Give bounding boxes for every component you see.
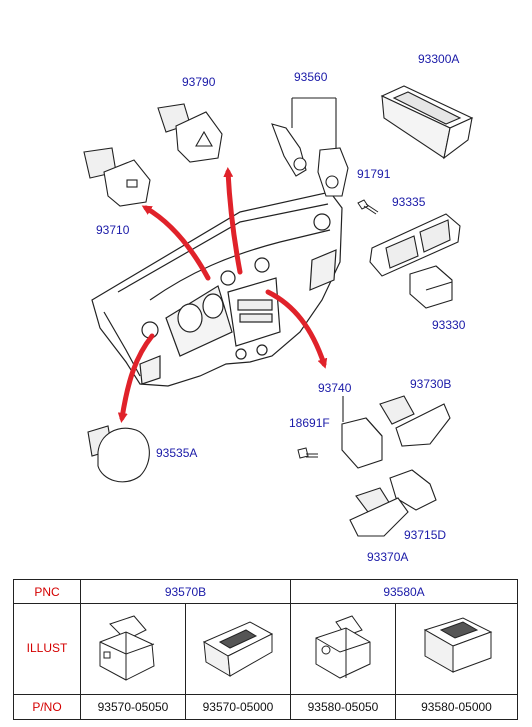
part-label-93335: 93335 <box>392 195 426 209</box>
parts-table-grid <box>13 579 518 720</box>
table-header-pno: P/NO <box>32 700 62 714</box>
screw-91791-illustration <box>357 199 379 215</box>
dashboard-panel <box>91 191 343 387</box>
switch-93370A-illustration <box>349 487 409 537</box>
switch-93730B-illustration <box>379 395 451 447</box>
bezel-93335-illustration <box>369 213 461 277</box>
switch-93535A-illustration <box>87 425 150 483</box>
switch-illustration-93580-05050 <box>315 615 371 679</box>
part-label-93790: 93790 <box>182 75 216 89</box>
screw-18691F-illustration <box>297 447 318 459</box>
switch-93330-illustration <box>409 265 453 309</box>
part-label-93370A: 93370A <box>367 550 409 564</box>
switch-93740-illustration <box>341 396 383 469</box>
part-number-cell: 93580-05000 <box>421 700 492 714</box>
pnc-cell-93570B: 93570B <box>164 585 207 599</box>
switch-illustration-93570-05050 <box>99 615 155 681</box>
part-label-93715D: 93715D <box>404 528 447 542</box>
part-label-93710: 93710 <box>96 223 130 237</box>
part-label-93730B: 93730B <box>410 377 452 391</box>
bulb-socket-93560-illustration <box>271 97 349 197</box>
part-label-18691F: 18691F <box>289 416 330 430</box>
table-header-illust: ILLUST <box>26 641 68 655</box>
switch-93715D-illustration <box>389 469 437 511</box>
part-label-93560: 93560 <box>294 70 328 84</box>
panel-93300A-illustration <box>380 85 474 160</box>
part-number-cell: 93580-05050 <box>307 700 379 714</box>
red-arrows <box>117 167 328 423</box>
switch-illustration-93570-05000 <box>202 621 274 677</box>
part-number-cell: 93570-05000 <box>202 700 274 714</box>
switch-93710-illustration <box>83 147 151 207</box>
switch-illustration-93580-05000 <box>423 617 493 673</box>
part-label-93535A: 93535A <box>156 446 198 460</box>
table-header-pnc: PNC <box>34 585 60 599</box>
pnc-cell-93580A: 93580A <box>383 585 425 599</box>
part-label-93300A: 93300A <box>418 52 460 66</box>
part-label-93740: 93740 <box>318 381 352 395</box>
part-label-91791: 91791 <box>357 167 391 181</box>
part-number-cell: 93570-05050 <box>97 700 169 714</box>
part-label-93330: 93330 <box>432 318 466 332</box>
switch-93790-illustration <box>157 103 223 163</box>
